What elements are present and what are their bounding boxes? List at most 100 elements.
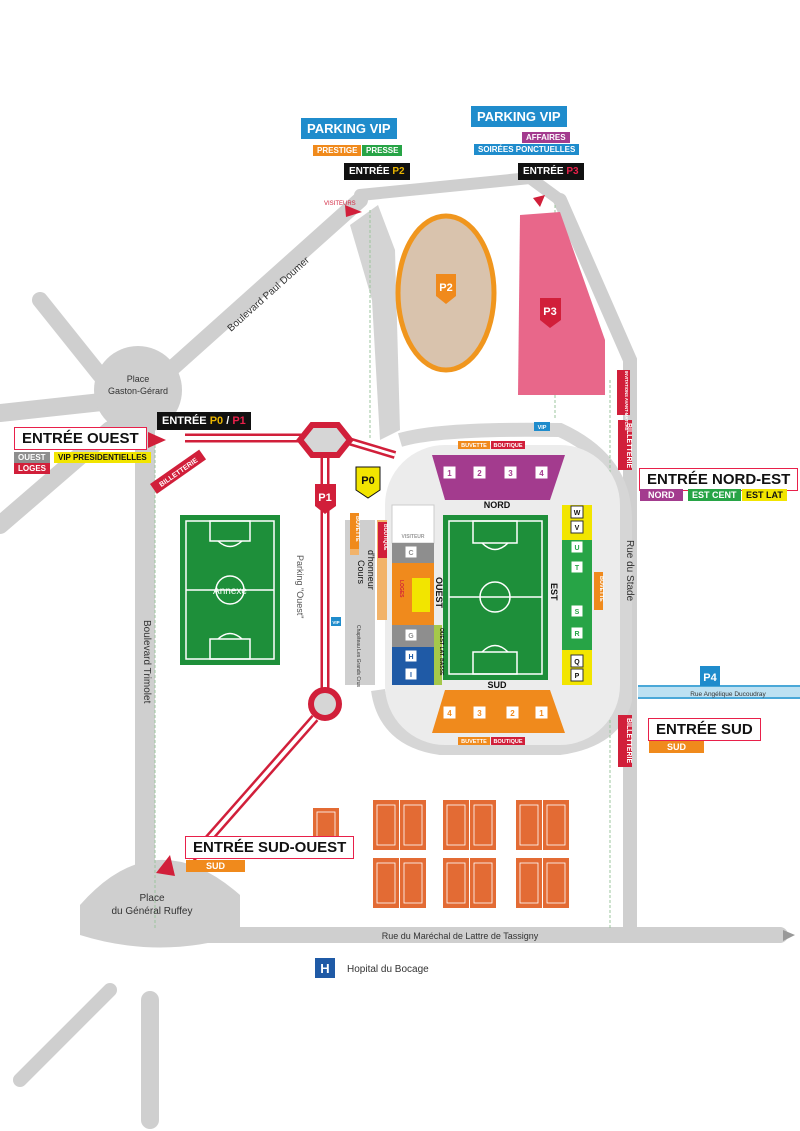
svg-text:W: W [574,510,581,517]
cours-label-2: d'honneur [366,550,376,590]
billetterie-sud: BILLETTERIE [618,715,632,767]
entree-ouest-title: ENTRÉE OUEST [14,427,147,450]
entry-arrows [148,195,545,876]
tag-loges: LOGES [14,463,51,474]
svg-text:H: H [320,961,329,976]
nord-gates: 1 2 3 4 [442,465,549,480]
svg-text:BUVETTE: BUVETTE [354,516,360,542]
svg-text:INVITATIONS AVANT-MATCHS: INVITATIONS AVANT-MATCHS [624,371,629,431]
parking-p3-marker: P3 [540,298,561,328]
place-gaston-2: Gaston-Gérard [108,386,168,396]
tag-est-cent: EST CENT [688,489,741,501]
tag-nord: NORD [640,489,683,501]
svg-text:I: I [410,672,412,679]
svg-text:3: 3 [477,709,482,718]
svg-text:1: 1 [539,709,544,718]
hospital-icon [315,958,335,978]
svg-text:VIP: VIP [332,620,339,625]
rue-du-stade-label: Rue du Stade [624,540,635,602]
svg-text:U: U [574,545,579,552]
stand-nord [432,455,565,500]
place-ruffey-2: du Général Ruffey [112,906,193,917]
buvette-est: BUVETTE [594,572,604,610]
entree-p0-p1: ENTRÉE P0 / P1 [157,412,251,430]
ouest-label: OUEST [434,577,444,609]
svg-text:BUVETTE: BUVETTE [598,576,604,602]
est-label: EST [549,583,559,601]
tag-vip-presidentielles: VIP PRESIDENTIELLES [54,452,151,463]
entree-sud-title: ENTRÉE SUD [648,718,761,741]
ouest-lat-basse-label: OUEST LAT. BASSE [438,628,444,676]
parking-p1-marker: P1 [315,484,336,514]
stand-ouest-visiteur [391,504,435,544]
svg-text:C: C [408,550,413,557]
tag-sud-est: SUD [649,741,705,753]
svg-text:2: 2 [477,469,482,478]
sud-label: SUD [487,680,507,690]
place-gaston-1: Place [127,374,150,384]
invitations-tag: INVITATIONS AVANT-MATCHS [617,370,630,431]
visiteur-label: VISITEUR [401,534,424,540]
visiteurs-label: VISITEURS [324,201,356,207]
tag-sud-ouest: SUD [186,860,246,872]
svg-text:P: P [575,673,580,680]
billetterie-ouest: BILLETTERIE [150,449,207,494]
svg-text:BILLETTERIE: BILLETTERIE [625,423,632,468]
p4-label: P4 [703,672,717,684]
parking-vip-right-title: PARKING VIP [471,106,567,127]
svg-text:1: 1 [447,469,452,478]
billetterie-nord-est: BILLETTERIE [618,420,632,470]
p1-label: P1 [318,492,331,504]
p3-label: P3 [543,306,556,318]
buvette-boutique-sud: BUVETTE BOUTIQUE [458,737,525,745]
place-ruffey-1: Place [139,893,164,904]
svg-text:BILLETTERIE: BILLETTERIE [158,457,199,489]
est-gates: W V U T S R Q P [570,505,584,682]
sud-gates: 4 3 2 1 [442,705,549,720]
svg-text:4: 4 [539,469,544,478]
parking-ouest-label: Parking "Ouest" [295,555,305,618]
svg-text:BOUTIQUE: BOUTIQUE [493,443,522,449]
stand-sud [432,690,565,733]
svg-text:T: T [575,565,580,572]
p3-parking-area [518,212,605,395]
buvette-ouest: BUVETTE [350,513,360,549]
lattre-label: Rue du Maréchal de Lattre de Tassigny [382,931,539,941]
hospital: H Hopital du Bocage [315,958,429,978]
svg-text:2: 2 [510,709,515,718]
svg-text:VIP: VIP [538,425,547,431]
buvette-boutique-nord: BUVETTE BOUTIQUE [458,441,525,449]
tag-ouest: OUEST [14,452,50,463]
vip-tag-stadium: VIP VIP [331,422,550,626]
ducoudray-label: Rue Angélique Ducoudray [690,691,766,698]
tag-affaires: AFFAIRES [522,132,570,143]
tennis-lines [316,804,566,904]
parking-p2-marker: P2 [436,274,456,304]
annexe-label: Annexe [213,586,247,597]
p2-label: P2 [439,282,452,294]
svg-text:BOUTIQUE: BOUTIQUE [382,524,388,551]
tag-est-lat: EST LAT [742,489,787,501]
parking-vip-left-title: PARKING VIP [301,118,397,139]
svg-text:V: V [575,525,580,532]
svg-text:R: R [574,631,579,638]
stadium [345,445,620,745]
svg-text:H: H [408,654,413,661]
parking-p0-marker: P0 [355,466,381,499]
loges-label: LOGES [398,580,404,598]
entree-p3: ENTRÉE P3 [518,163,584,180]
trimolet-label: Boulevard Trimolet [141,620,152,704]
tag-prestige: PRESTIGE [313,145,362,156]
annexe-pitch [180,515,280,665]
entree-sud-ouest-title: ENTRÉE SUD-OUEST [185,836,355,859]
entree-p2: ENTRÉE P2 [344,163,410,180]
svg-text:G: G [408,633,414,640]
nord-label: NORD [484,500,511,510]
svg-text:BUVETTE: BUVETTE [461,739,487,745]
p1-route [185,422,397,863]
ouest-gates: C G H I [404,545,418,681]
svg-text:BILLETTERIE: BILLETTERIE [625,718,632,763]
cours-label-1: Cours [356,560,366,585]
tag-presse: PRESSE [362,145,403,156]
svg-text:BUVETTE: BUVETTE [461,443,487,449]
